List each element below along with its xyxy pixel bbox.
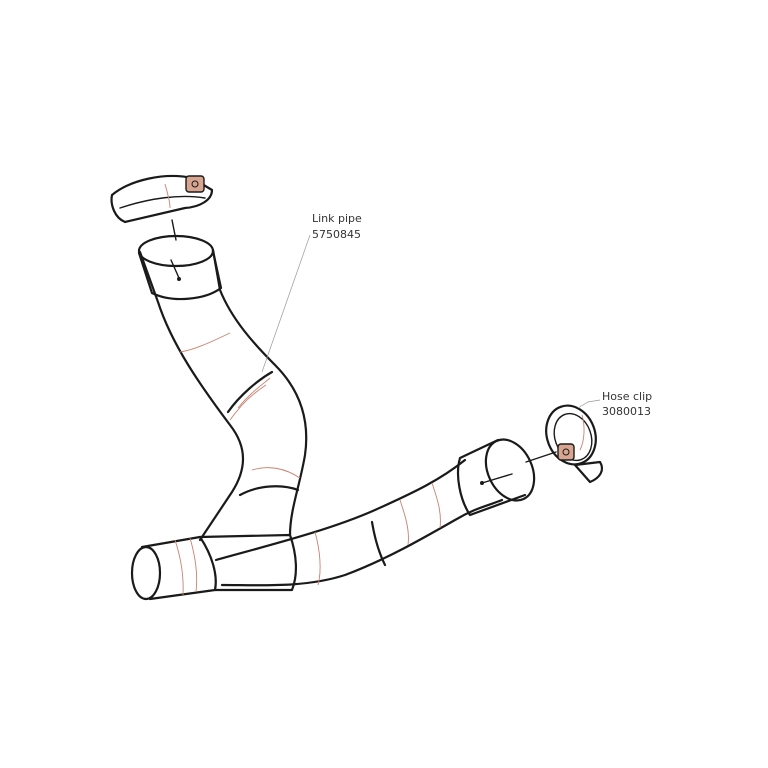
link-pipe-upper-socket-body	[137, 249, 223, 301]
link-pipe-seam-3	[237, 377, 271, 409]
link-pipe-upper-slot	[170, 259, 180, 279]
link-pipe-seam-9	[431, 482, 441, 529]
link-pipe-upper-branch	[138, 248, 308, 542]
hose-clip-code: 3080013	[602, 405, 651, 418]
link-pipe-left-outlet-body	[140, 535, 217, 601]
link-pipe-left-outlet-mouth	[130, 545, 162, 601]
link-pipe-lower-run	[214, 458, 504, 587]
hose-clip-leader-line	[577, 399, 601, 409]
hose-clip-right-assembly-line	[525, 451, 557, 463]
hose-clip-right-seam	[579, 414, 585, 451]
link-pipe	[130, 234, 536, 601]
hose-clip-label: Hose clip	[602, 390, 652, 403]
link-pipe-right-socket-mouth	[484, 438, 536, 502]
hose-clip-right-inner	[553, 412, 593, 462]
hose-clip-right-latch	[573, 460, 604, 484]
link-pipe-junction	[198, 533, 297, 592]
hose-clip-upper-nut	[191, 180, 199, 188]
link-pipe-leader-line	[261, 234, 311, 373]
hose-clip-right-bolt-icon	[557, 443, 575, 461]
link-pipe-band-1	[226, 370, 274, 414]
link-pipe-seam-6	[189, 537, 198, 593]
link-pipe-code: 5750845	[312, 228, 361, 241]
link-pipe-right-slot-end	[480, 481, 484, 485]
hose-clip-upper-bolt-icon	[185, 175, 205, 193]
link-pipe-band-3	[370, 520, 387, 567]
link-pipe-seam-7	[314, 531, 321, 586]
link-pipe-seam-2	[229, 384, 267, 421]
link-pipe-right-slot	[481, 473, 513, 484]
link-pipe-right-socket-body	[456, 438, 527, 517]
link-pipe-seam-8	[399, 499, 409, 546]
link-pipe-upper-slot-end	[177, 277, 181, 281]
link-pipe-label: Link pipe	[312, 212, 362, 225]
hose-clip-upper-seam	[164, 183, 171, 209]
hose-clip-right	[525, 404, 604, 484]
hose-clip-upper-assembly-line	[171, 219, 177, 241]
link-pipe-band-2	[238, 485, 300, 497]
hose-clip-upper-inner	[119, 195, 206, 209]
link-pipe-seam-1	[179, 332, 231, 353]
link-pipe-seam-5	[174, 539, 184, 596]
hose-clip-upper	[110, 174, 214, 241]
link-pipe-seam-4	[251, 467, 301, 479]
hose-clip-upper-band	[110, 174, 214, 224]
hose-clip-right-nut	[562, 448, 570, 456]
